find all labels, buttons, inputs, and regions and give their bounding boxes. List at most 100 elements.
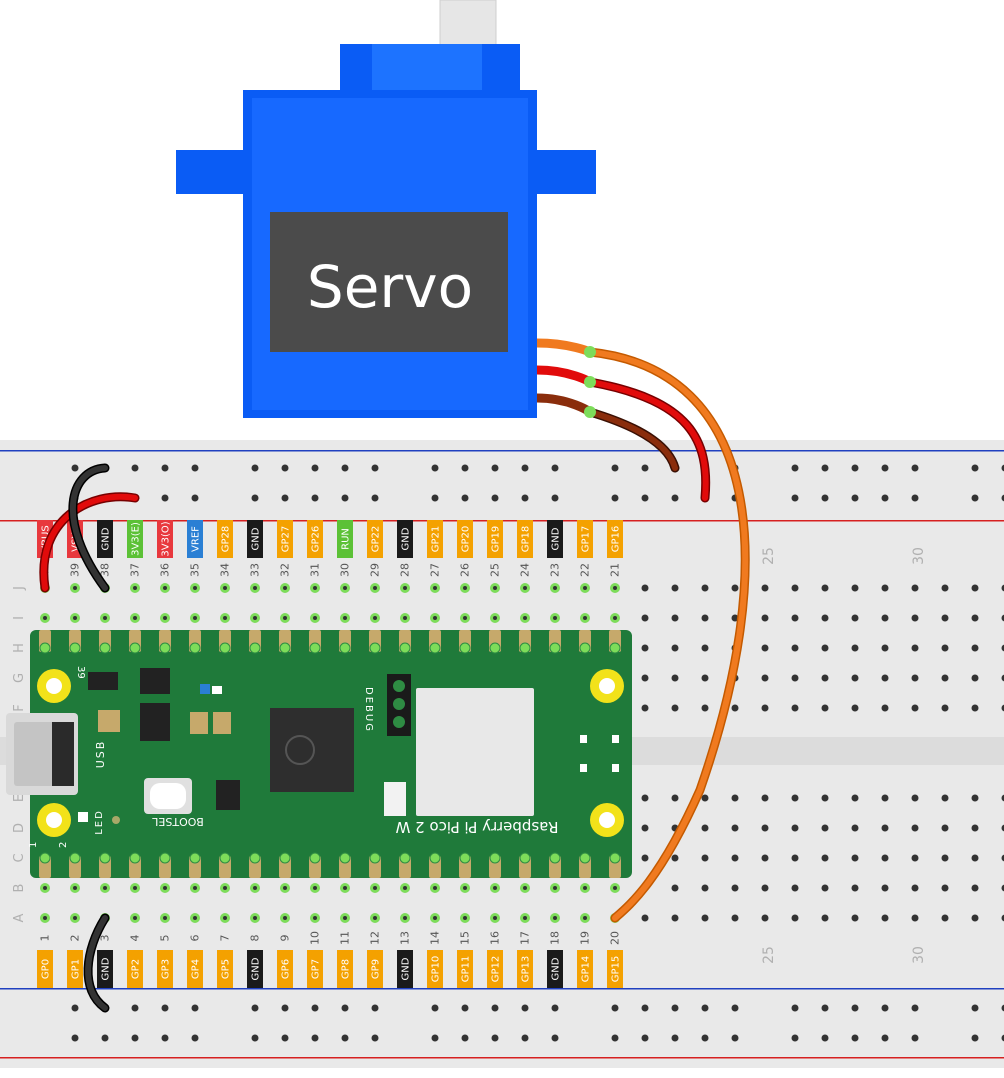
pin-label-tag: GP21 (427, 520, 443, 558)
breadboard-hole (791, 854, 799, 862)
breadboard-hole (100, 613, 110, 623)
breadboard-hole (731, 884, 739, 892)
board-name-label: Raspberry Pi Pico 2 W (395, 818, 558, 836)
column-mark-25-top: 25 (761, 547, 777, 565)
pin-label-text: GND (401, 527, 412, 550)
rail-hole (641, 1034, 649, 1042)
rail-hole (341, 464, 349, 472)
pin-label-text: GP0 (41, 959, 52, 979)
pin-label-text: GND (251, 957, 262, 980)
pin-label-text: GP17 (581, 526, 592, 553)
pin-label-tag: GP5 (217, 950, 233, 988)
rail-hole (431, 1034, 439, 1042)
rail-hole (131, 1034, 139, 1042)
breadboard-hole (761, 884, 769, 892)
breadboard-hole (911, 614, 919, 622)
breadboard-hole (250, 913, 260, 923)
breadboard-hole (400, 913, 410, 923)
bottom-rail-positive-line (0, 1057, 1004, 1059)
pin-number: 19 (579, 931, 592, 945)
breadboard-hole (671, 704, 679, 712)
pico-board: USB BOOTSEL LED DEBUG Raspber (6, 630, 632, 878)
breadboard-hole (641, 854, 649, 862)
rail-hole (611, 1004, 619, 1012)
breadboard-hole (550, 583, 560, 593)
breadboard-hole (250, 583, 260, 593)
pin-number: 9 (279, 935, 292, 942)
rail-hole (251, 1004, 259, 1012)
breadboard-hole (881, 584, 889, 592)
pin-number: 33 (249, 563, 262, 577)
breadboard-hole (731, 704, 739, 712)
breadboard-hole (851, 704, 859, 712)
pin-number: 14 (429, 931, 442, 945)
rail-hole (371, 494, 379, 502)
rail-hole (791, 464, 799, 472)
rail-hole (281, 464, 289, 472)
breadboard-hole (40, 613, 50, 623)
breadboard-hole (610, 583, 620, 593)
pin-number: 22 (579, 563, 592, 577)
breadboard-hole (1001, 674, 1004, 682)
rail-hole (671, 1004, 679, 1012)
breadboard-hole (971, 674, 979, 682)
breadboard-hole (671, 884, 679, 892)
breadboard-hole (791, 704, 799, 712)
pin-number: 21 (609, 563, 622, 577)
rail-hole (671, 494, 679, 502)
rail-hole (461, 1034, 469, 1042)
rail-hole (521, 494, 529, 502)
raspberry-logo-icon (285, 735, 315, 765)
pin-label-tag: GP4 (187, 950, 203, 988)
pin-label-text: GND (551, 957, 562, 980)
breadboard-hole (1001, 794, 1004, 802)
pin-label-text: GP12 (491, 956, 502, 983)
rail-hole (881, 464, 889, 472)
bottom-rail-negative-line (0, 988, 1004, 990)
breadboard-hole (641, 914, 649, 922)
breadboard-hole (701, 584, 709, 592)
breadboard-hole (971, 794, 979, 802)
servo-ground-lead (536, 393, 593, 416)
breadboard-hole (731, 914, 739, 922)
pin-label-tag: GP11 (457, 950, 473, 988)
rail-hole (911, 1004, 919, 1012)
rail-hole (821, 1034, 829, 1042)
pin-number: 39 (69, 563, 82, 577)
rail-hole (191, 1034, 199, 1042)
breadboard-hole (220, 583, 230, 593)
breadboard-hole (400, 613, 410, 623)
pin-label-tag: GND (547, 950, 563, 988)
breadboard-hole (671, 794, 679, 802)
breadboard-hole (520, 913, 530, 923)
row-letter: H (12, 643, 27, 653)
breadboard-hole (971, 584, 979, 592)
breadboard-hole (340, 583, 350, 593)
pin-number: 38 (99, 563, 112, 577)
pin-label-text: GP8 (341, 959, 352, 979)
breadboard-hole (761, 824, 769, 832)
rail-hole (971, 1034, 979, 1042)
breadboard-hole (761, 674, 769, 682)
breadboard-hole (851, 644, 859, 652)
rail-hole (461, 494, 469, 502)
breadboard-hole (400, 583, 410, 593)
pin-label-text: GP27 (281, 526, 292, 553)
breadboard-hole (220, 613, 230, 623)
breadboard-hole (701, 824, 709, 832)
breadboard-hole (70, 583, 80, 593)
pico-castellated-pins (39, 630, 621, 878)
rail-hole (71, 1004, 79, 1012)
pin-number: 17 (519, 931, 532, 945)
breadboard-hole (971, 914, 979, 922)
column-mark-25-bottom: 25 (761, 946, 777, 964)
breadboard-hole (761, 914, 769, 922)
breadboard-hole (911, 824, 919, 832)
pin-label-tag: GP18 (517, 520, 533, 558)
rail-hole (1001, 464, 1004, 472)
breadboard-hole (821, 824, 829, 832)
pin-number: 4 (129, 935, 142, 942)
rail-hole (641, 464, 649, 472)
pin-label-text: GND (551, 527, 562, 550)
rail-hole (431, 494, 439, 502)
